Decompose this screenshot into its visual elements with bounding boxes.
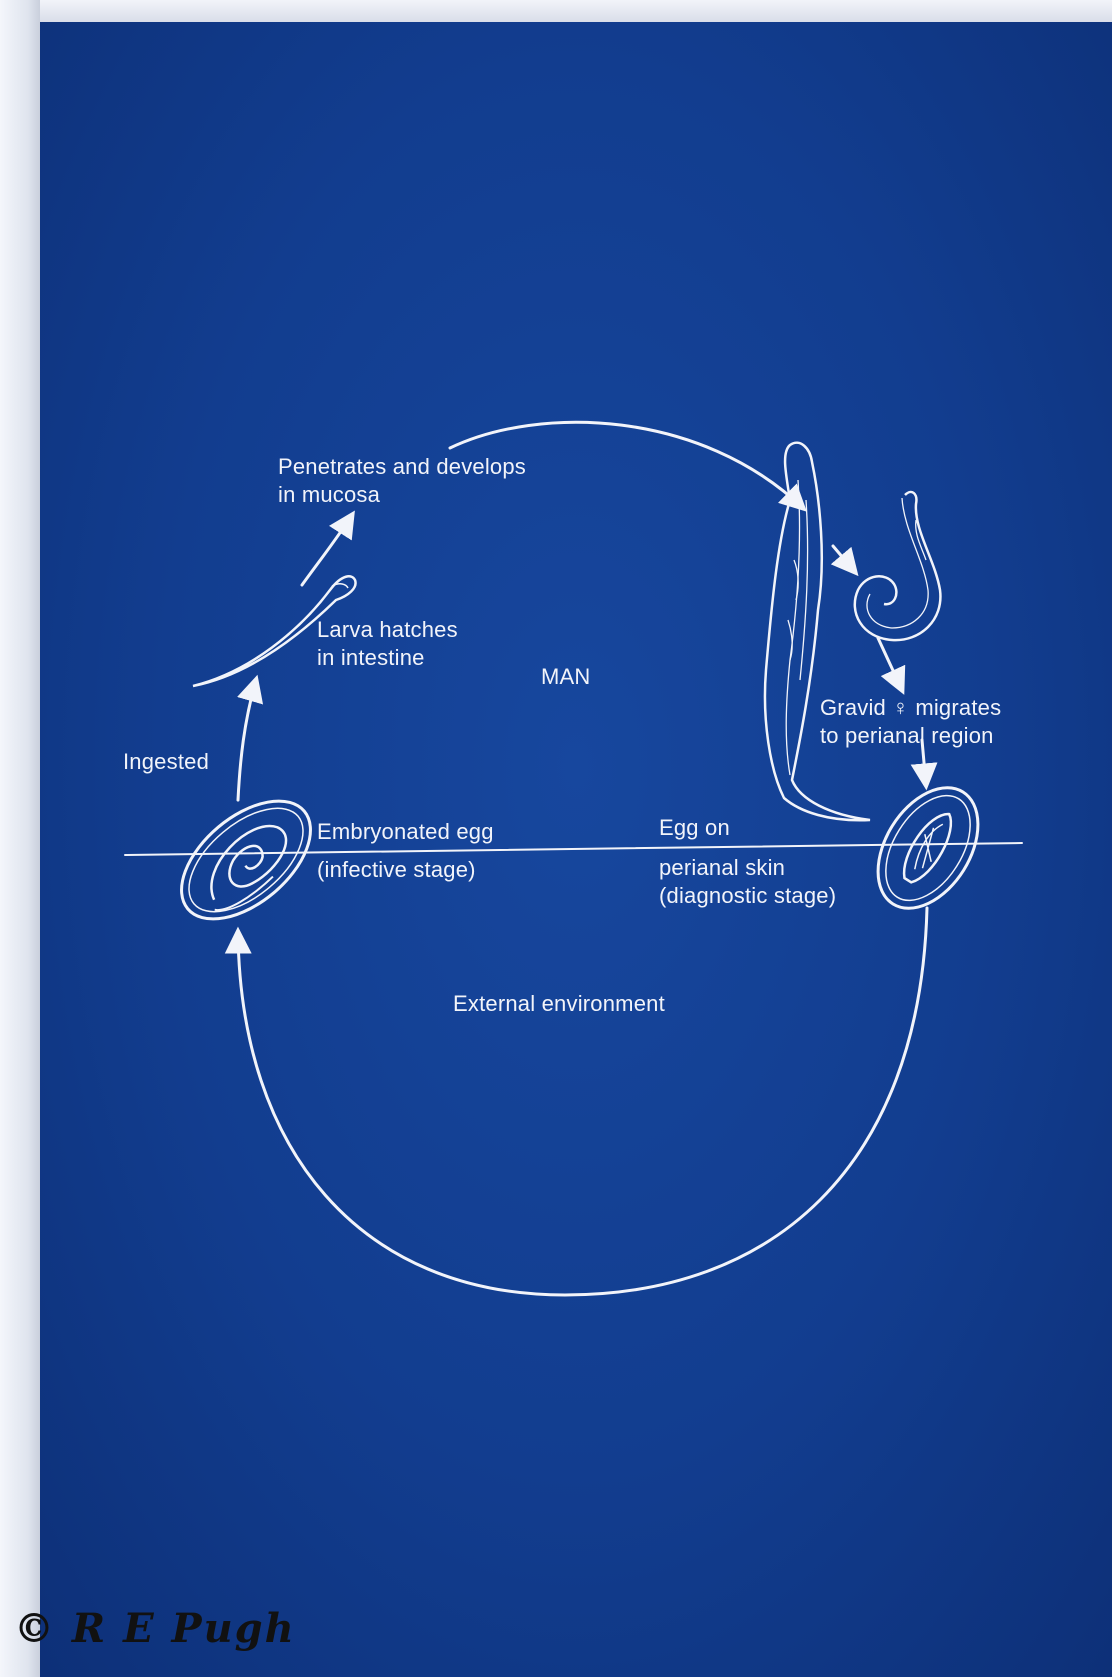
label-penetrates: Penetrates and develops in mucosa (278, 453, 526, 509)
arrow-coiled-down (876, 636, 906, 695)
label-embryonated-line1: Embryonated egg (317, 819, 494, 844)
label-man-text: MAN (541, 664, 591, 689)
label-penetrates-line1: Penetrates and develops (278, 454, 526, 479)
adult-worm-icon (763, 441, 871, 822)
label-egg-on-line3: (diagnostic stage) (659, 883, 837, 908)
divider-line (124, 842, 1023, 856)
arrow-penetrates (300, 510, 355, 587)
label-larva-line1: Larva hatches (317, 617, 458, 642)
label-egg-on: Egg on perianal skin (diagnostic stage) (659, 814, 836, 910)
label-gravid: Gravid ♀ migrates to perianal region (820, 694, 1001, 750)
arrow-adult-to-coiled (830, 544, 859, 577)
label-gravid-line1: Gravid ♀ migrates (820, 695, 1002, 720)
label-embryonated-line2: (infective stage) (317, 857, 476, 882)
slide-frame-top (0, 0, 1112, 24)
label-gravid-line2: to perianal region (820, 723, 994, 748)
label-external: External environment (453, 990, 665, 1018)
label-penetrates-line2: in mucosa (278, 482, 381, 507)
label-larva: Larva hatches in intestine (317, 616, 458, 672)
label-larva-line2: in intestine (317, 645, 425, 670)
label-egg-on-line1: Egg on (659, 815, 730, 840)
label-external-text: External environment (453, 991, 665, 1016)
label-embryonated: Embryonated egg (infective stage) (317, 818, 494, 884)
arrow-to-perianal-egg (910, 738, 938, 791)
label-man: MAN (541, 663, 591, 691)
arrow-to-adult (448, 420, 807, 512)
label-egg-on-line2: perianal skin (659, 855, 786, 880)
perianal-egg-icon (876, 786, 980, 910)
embryonated-egg-icon (180, 799, 312, 921)
label-ingested-text: Ingested (123, 749, 210, 774)
larva-icon (192, 575, 357, 688)
slide-frame-left (0, 0, 40, 1677)
copyright-signature: © R E Pugh (14, 1605, 296, 1652)
label-ingested: Ingested (123, 748, 209, 776)
arrow-external-loop (224, 906, 929, 1297)
coiled-worm-icon (853, 490, 942, 642)
arrow-ingested (236, 674, 264, 802)
